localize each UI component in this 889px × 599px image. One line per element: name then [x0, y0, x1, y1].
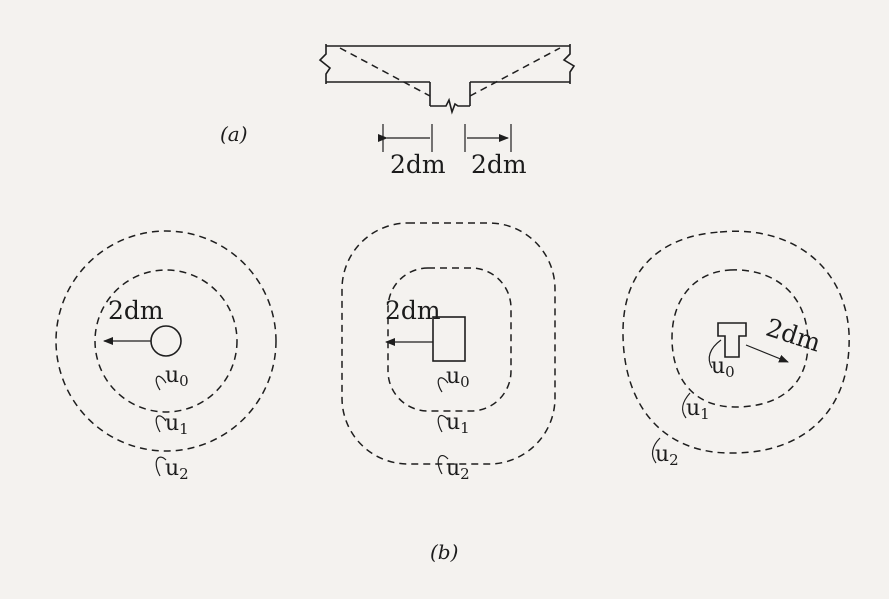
- u1-subscript: 1: [460, 419, 470, 437]
- part-b-caption: (b): [430, 540, 459, 564]
- critical-perimeter-u2: [55, 230, 277, 452]
- rectangular-u1-label: u1: [446, 410, 470, 437]
- column-break: [430, 97, 470, 115]
- u0-leader: [155, 375, 167, 391]
- u2-letter: u: [165, 456, 180, 481]
- critical-perimeter-u1: [671, 269, 809, 408]
- u1-leader: [155, 415, 167, 433]
- circular-u1-label: u1: [165, 411, 189, 438]
- part-a-caption: (a): [220, 122, 248, 146]
- critical-perimeter-u1: [94, 269, 238, 413]
- circular-u2-label: u2: [165, 456, 189, 483]
- dim-arrow-2dm: [745, 344, 789, 363]
- u1-leader: [437, 415, 449, 433]
- u1-letter: u: [165, 411, 180, 436]
- u2-subscript: 2: [460, 465, 470, 483]
- critical-perimeter-u2: [622, 230, 850, 454]
- rectangular-u2-label: u2: [446, 456, 470, 483]
- u2-letter: u: [655, 442, 670, 467]
- u2-subscript: 2: [179, 465, 189, 483]
- slab-column-elevation: [318, 44, 576, 152]
- u0-subscript: 0: [179, 372, 189, 390]
- u1-letter: u: [446, 410, 461, 435]
- rectangular-u0-label: u0: [446, 364, 470, 391]
- u0-letter: u: [165, 363, 180, 388]
- u2-leader: [155, 456, 167, 477]
- dim-label-right: 2dm: [471, 150, 527, 179]
- u0-letter: u: [711, 354, 726, 379]
- circular-u0-label: u0: [165, 363, 189, 390]
- u1-leader: [681, 392, 691, 419]
- u1-subscript: 1: [179, 420, 189, 438]
- u2-subscript: 2: [669, 451, 679, 469]
- tee-u0-label: u0: [711, 354, 735, 381]
- rectangular-column: [432, 316, 466, 362]
- slab-break-right: [562, 44, 576, 84]
- critical-perimeter-u1: [387, 267, 512, 412]
- u0-leader: [708, 339, 722, 369]
- u2-leader: [437, 454, 449, 475]
- critical-perimeter-u2: [341, 222, 556, 465]
- u2-letter: u: [446, 456, 461, 481]
- tee-column-group: [622, 230, 850, 464]
- slab-break-left: [318, 44, 332, 84]
- u2-leader: [651, 437, 661, 464]
- rectangular-dim-label: 2dm: [385, 296, 441, 325]
- circular-column: [150, 325, 182, 357]
- punching-plane-right: [469, 47, 561, 97]
- u0-subscript: 0: [460, 373, 470, 391]
- circular-column-group: [55, 230, 277, 477]
- punching-plane-left: [339, 47, 431, 97]
- tee-u1-label: u1: [686, 396, 710, 423]
- u0-leader: [437, 377, 449, 393]
- dim-label-left: 2dm: [390, 150, 446, 179]
- dim-right-extension-lines: [464, 124, 512, 152]
- rectangular-column-group: [341, 222, 556, 475]
- tee-column: [717, 322, 747, 358]
- u0-letter: u: [446, 364, 461, 389]
- u1-letter: u: [686, 396, 701, 421]
- u0-subscript: 0: [725, 363, 735, 381]
- circular-dim-label: 2dm: [108, 296, 164, 325]
- u1-subscript: 1: [700, 405, 710, 423]
- tee-u2-label: u2: [655, 442, 679, 469]
- column-sides: [429, 82, 471, 106]
